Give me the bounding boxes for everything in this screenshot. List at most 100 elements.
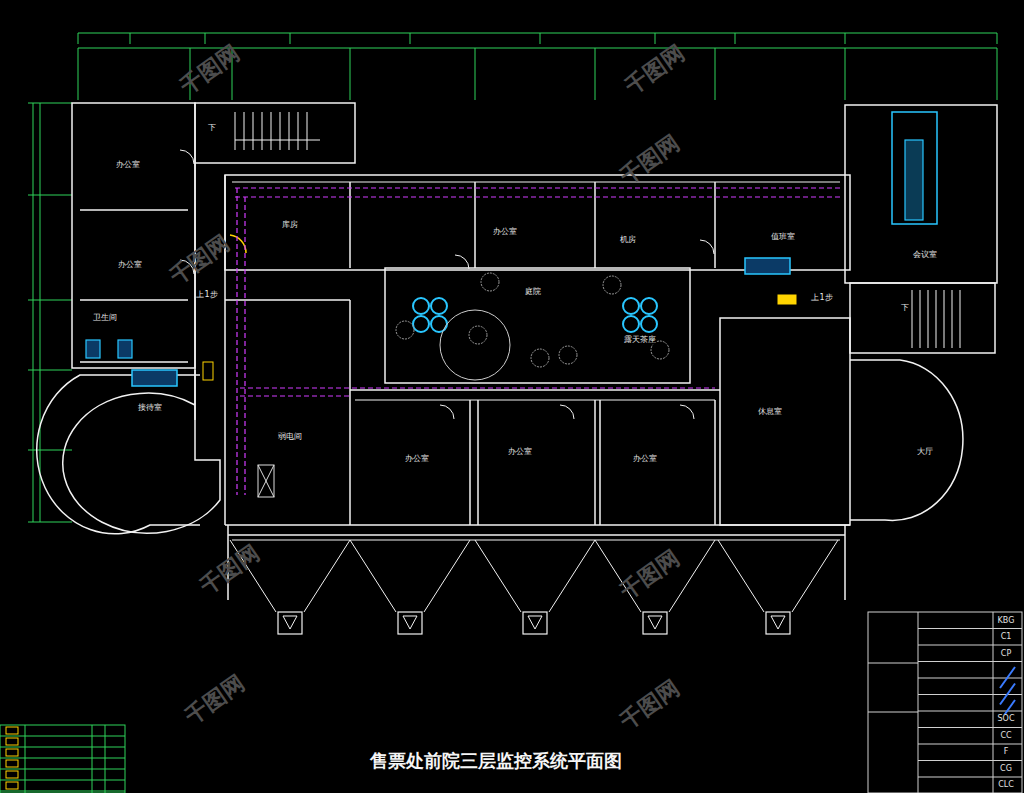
room: 办公室 bbox=[80, 113, 188, 208]
watermark: 千图网 bbox=[616, 676, 684, 734]
table-line bbox=[0, 736, 125, 737]
table-code: KBG bbox=[998, 617, 1015, 626]
table-line bbox=[918, 612, 919, 793]
tree-symbol bbox=[396, 321, 414, 339]
door-swing bbox=[180, 150, 194, 164]
sign-symbol bbox=[778, 295, 796, 304]
porch-line bbox=[549, 540, 595, 612]
cable-sample bbox=[1000, 667, 1015, 688]
camera-dome bbox=[641, 316, 657, 332]
wall-rect bbox=[225, 175, 850, 270]
wall-rect bbox=[720, 318, 850, 525]
room-label: 办公室 bbox=[404, 455, 430, 464]
tree-symbol bbox=[559, 346, 577, 364]
table-line bbox=[918, 628, 1022, 629]
dimension-tick bbox=[595, 48, 596, 100]
table-symbol bbox=[6, 727, 18, 734]
door-swing bbox=[680, 405, 694, 419]
dimension-line bbox=[78, 48, 997, 49]
wall-line bbox=[228, 534, 845, 536]
camera-dome bbox=[413, 316, 429, 332]
wall-rect bbox=[845, 105, 997, 283]
stair-step bbox=[944, 290, 945, 348]
table-line bbox=[918, 661, 1022, 662]
stair-step bbox=[307, 112, 308, 150]
stair-note: 下 bbox=[208, 124, 216, 133]
dimension-tick bbox=[655, 33, 656, 44]
stair-step bbox=[936, 290, 937, 348]
dimension-tick bbox=[28, 300, 72, 301]
wire bbox=[236, 188, 237, 495]
porch-line bbox=[669, 540, 715, 612]
symbols bbox=[86, 112, 937, 386]
projector-symbol bbox=[892, 112, 937, 224]
wall-line bbox=[80, 299, 188, 301]
wire bbox=[240, 387, 715, 388]
dimension-tick bbox=[715, 48, 716, 100]
dimension-tick bbox=[997, 33, 998, 44]
dimension-line bbox=[33, 103, 34, 522]
dimension-tick bbox=[28, 370, 72, 371]
dimension-line bbox=[78, 33, 997, 34]
stair-note: 下 bbox=[901, 304, 909, 313]
table-line bbox=[918, 777, 1022, 778]
room: 庭院 bbox=[390, 268, 690, 380]
porch-line bbox=[424, 540, 470, 612]
cable-sample bbox=[1000, 684, 1015, 705]
stair-step bbox=[271, 112, 272, 150]
dimension-tick bbox=[845, 48, 846, 100]
room: 机房 bbox=[595, 185, 715, 268]
wall-line bbox=[714, 182, 716, 268]
wall-line bbox=[599, 400, 601, 525]
wall-line bbox=[844, 525, 846, 600]
table-line bbox=[0, 758, 125, 759]
room: 接待室 bbox=[72, 370, 220, 525]
room: 办公室 bbox=[478, 400, 595, 520]
table-code: CLC bbox=[998, 781, 1014, 790]
cabinet-symbol bbox=[258, 465, 274, 497]
wall-line bbox=[469, 400, 471, 525]
stair-step bbox=[298, 112, 299, 150]
table-line bbox=[25, 725, 26, 793]
dimension-tick bbox=[205, 33, 206, 44]
room-label: 库房 bbox=[281, 221, 299, 230]
table-line bbox=[868, 663, 918, 664]
dimension-tick bbox=[997, 48, 998, 100]
table-border bbox=[868, 612, 1022, 793]
door-swing bbox=[560, 405, 574, 419]
wall-line bbox=[594, 400, 596, 525]
stair-step bbox=[928, 290, 929, 348]
door-swing bbox=[700, 240, 714, 254]
cabinet-symbol bbox=[258, 465, 274, 497]
table-line bbox=[918, 760, 1022, 761]
projector-symbol bbox=[905, 140, 923, 220]
camera-dome bbox=[623, 316, 639, 332]
room: 大厅 bbox=[880, 390, 1005, 525]
round-wall bbox=[850, 360, 963, 520]
cabinet-symbol bbox=[258, 465, 274, 497]
stair-step bbox=[289, 112, 290, 150]
wall-line bbox=[349, 300, 351, 525]
camera-dome bbox=[413, 298, 429, 314]
stair-step bbox=[280, 112, 281, 150]
room-label: 弱电间 bbox=[277, 433, 303, 442]
stair-step bbox=[262, 112, 263, 150]
table-line bbox=[993, 612, 994, 793]
column-mark bbox=[648, 616, 662, 629]
table-line bbox=[0, 780, 125, 781]
room: 办公室 bbox=[355, 400, 470, 520]
table-code: CG bbox=[1000, 765, 1012, 774]
wall-line bbox=[350, 389, 720, 391]
dimension-tick bbox=[350, 48, 351, 100]
dimension-tick bbox=[410, 33, 411, 44]
room-label: 办公室 bbox=[492, 228, 518, 237]
wall-rect bbox=[195, 103, 355, 163]
camera-dome bbox=[431, 316, 447, 332]
dimension-tick bbox=[28, 195, 72, 196]
legend-table bbox=[868, 612, 1022, 793]
column-base bbox=[278, 612, 302, 634]
column-mark bbox=[283, 616, 297, 629]
table-line bbox=[918, 645, 1022, 646]
table-line bbox=[0, 791, 125, 792]
